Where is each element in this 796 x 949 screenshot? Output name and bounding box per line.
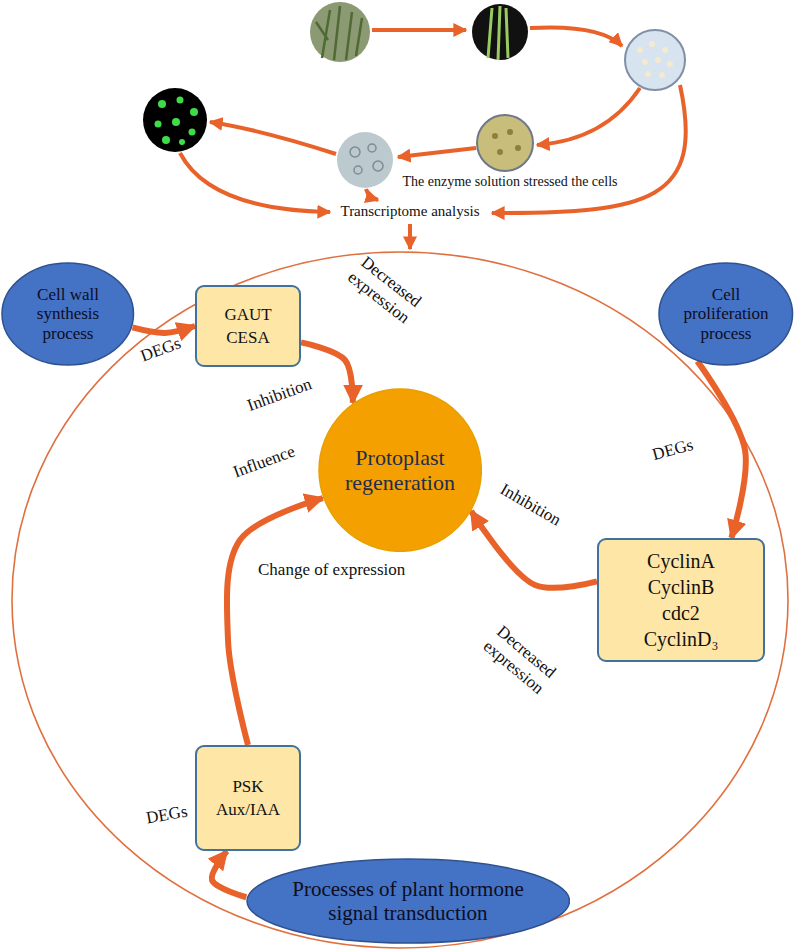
process-ellipse: Cell proliferation process [658, 262, 794, 366]
annotation-label: The enzyme solution stressed the cells [403, 174, 618, 190]
node-text-group: GAUT CESA [224, 302, 271, 350]
gene-box: CyclinA CyclinB cdc2CyclinD₃ [597, 538, 765, 662]
gene-box: GAUT CESA [195, 285, 301, 367]
annotation-label: Decreased expression [469, 612, 571, 706]
node-label: Cell proliferation process [676, 285, 776, 344]
grass-photo [310, 2, 370, 62]
fluorescence-photo [143, 88, 207, 152]
annotation-label: Decreased expression [334, 243, 437, 335]
node-shape [247, 859, 570, 943]
flow-arrow [227, 498, 323, 745]
enzyme-dish-photo [477, 115, 533, 171]
annotation-label: Change of expression [258, 560, 405, 580]
stem-photo [472, 4, 528, 60]
node-label: Cell wall synthesis process [19, 285, 118, 344]
edge-label: DEGs [650, 435, 695, 465]
workflow-arrows [180, 27, 686, 249]
node-label: CyclinB [644, 576, 719, 599]
edge-label: DEGs [145, 802, 189, 828]
node-shape [659, 263, 793, 365]
flow-arrow [471, 511, 597, 588]
node-label: Aux/IAA [216, 800, 280, 820]
flow-arrow [697, 361, 745, 538]
node-text-group: Protoplast regeneration [339, 445, 461, 496]
edge-label: Inhibition [245, 374, 315, 415]
node-label: GAUT [224, 305, 271, 325]
node-label: Processes of plant hormone signal transd… [288, 877, 528, 925]
node-shape [319, 389, 481, 551]
edge-label: Inhibition [497, 480, 565, 530]
flow-arrow [212, 851, 247, 897]
node-text-group: Processes of plant hormone signal transd… [288, 877, 528, 925]
node-label: CESA [224, 328, 271, 348]
gene-box: PSK Aux/IAA [195, 745, 301, 851]
node-label: PSK [216, 777, 280, 797]
node-label: cdc2 [644, 602, 719, 625]
microscope-photo [337, 132, 393, 188]
edge-label: Influence [231, 442, 298, 482]
node-label: Protoplast regeneration [339, 445, 461, 496]
node-text-group: CyclinA CyclinB cdc2CyclinD₃ [644, 547, 719, 654]
node-label: CyclinD₃ [644, 628, 719, 651]
node-text-group: PSK Aux/IAA [216, 774, 280, 822]
flow-arrow [132, 326, 195, 333]
node-label: CyclinA [644, 550, 719, 573]
annotation-label: Transcriptome analysis [340, 203, 479, 220]
enclosing-circle [12, 252, 788, 948]
process-ellipse: Cell wall synthesis process [1, 262, 135, 366]
node-text-group: Cell wall synthesis process [19, 285, 118, 344]
dish-photo [625, 30, 685, 90]
process-ellipse: Processes of plant hormone signal transd… [246, 858, 571, 944]
center-circle: Protoplast regeneration [318, 388, 482, 552]
node-text-group: Cell proliferation process [676, 285, 776, 344]
node-shape [2, 263, 134, 365]
